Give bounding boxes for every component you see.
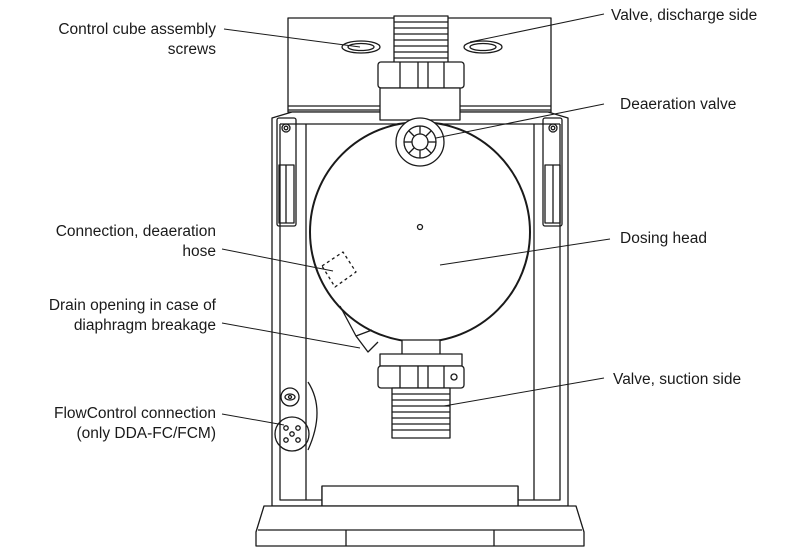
label-control-cube-screws: Control cube assembly screws: [58, 21, 216, 58]
latch-right: [542, 117, 563, 227]
pump-base: [255, 485, 585, 547]
deaeration-hose-connection: [321, 251, 357, 288]
label-dosing-head: Dosing head: [620, 230, 708, 247]
deaeration-valve-icon: [395, 117, 445, 167]
label-valve-suction: Valve, suction side: [613, 371, 742, 388]
label-valve-discharge: Valve, discharge side: [611, 7, 758, 24]
cube-screw-right-icon: [463, 40, 503, 54]
cube-screw-left-icon: [341, 40, 381, 54]
flowcontrol-connector-icon: [274, 381, 318, 452]
suction-valve: [377, 339, 465, 439]
leader-lines: [221, 13, 611, 426]
label-flowcontrol-connection: FlowControl connection (only DDA-FC/FCM): [54, 405, 216, 442]
label-deaeration-valve: Deaeration valve: [620, 96, 737, 113]
latch-left: [276, 117, 297, 227]
discharge-valve: [377, 15, 465, 121]
label-drain-opening: Drain opening in case of diaphragm break…: [48, 297, 216, 334]
drain-opening: [339, 305, 379, 353]
label-connection-deaeration-hose: Connection, deaeration hose: [55, 223, 216, 260]
